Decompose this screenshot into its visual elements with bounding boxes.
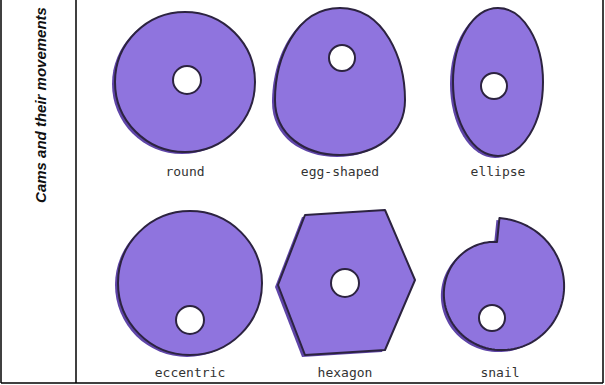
eccentric-cam bbox=[115, 211, 262, 357]
egg-cam bbox=[272, 8, 405, 157]
cam-label: snail bbox=[435, 364, 565, 382]
cam-label: round bbox=[120, 163, 250, 181]
round-cam bbox=[112, 12, 255, 154]
side-title: Cams and their movements bbox=[32, 7, 49, 203]
frame-line bbox=[602, 0, 604, 383]
frame-line bbox=[75, 0, 77, 383]
hexagon-cam bbox=[275, 210, 415, 357]
frame-line bbox=[0, 0, 2, 383]
snail-cam bbox=[441, 218, 564, 352]
frame-line bbox=[1, 382, 603, 384]
cam-label: ellipse bbox=[433, 163, 563, 181]
ellipse-cam bbox=[450, 8, 543, 158]
cam-label: egg-shaped bbox=[275, 163, 405, 181]
cam-label: eccentric bbox=[125, 364, 255, 382]
cam-label: hexagon bbox=[280, 364, 410, 382]
